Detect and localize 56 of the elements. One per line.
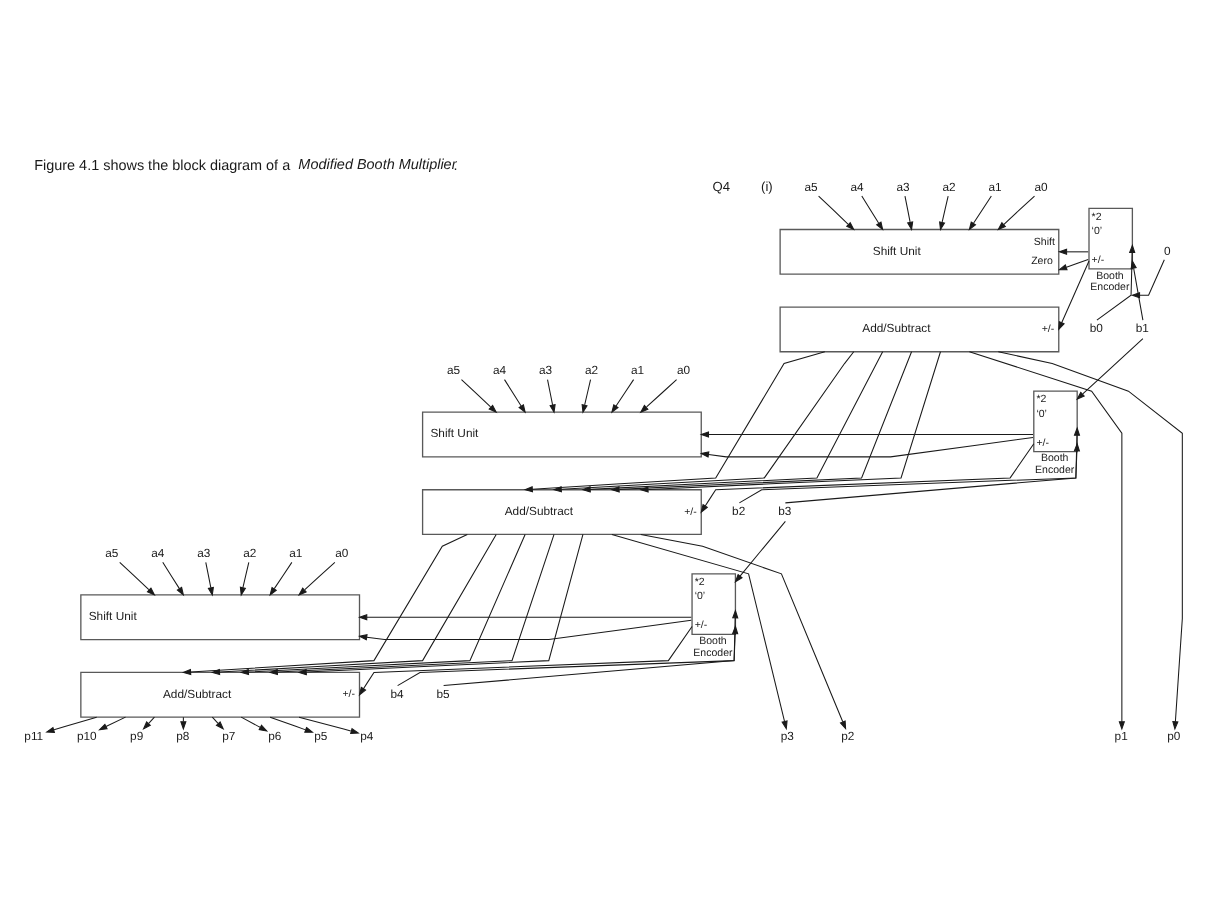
arrow xyxy=(997,351,1183,731)
arrow xyxy=(45,716,98,733)
arrow xyxy=(269,716,314,733)
arrow xyxy=(269,561,293,597)
arrow xyxy=(1057,248,1089,256)
arrow xyxy=(699,431,1034,438)
arrow xyxy=(1096,243,1136,321)
arrow xyxy=(861,195,884,231)
arrow xyxy=(1057,259,1089,271)
arrow xyxy=(523,351,826,493)
arrow xyxy=(240,716,269,732)
diagram-title: Figure 4.1 shows the block diagram of a Modified Booth Multiplier. xyxy=(34,154,458,175)
arrow xyxy=(358,625,693,697)
arrow xyxy=(581,379,592,414)
arrow xyxy=(239,561,250,597)
arrow xyxy=(640,533,847,731)
arrow xyxy=(968,195,992,231)
arrow xyxy=(298,716,360,735)
arrow xyxy=(397,609,739,687)
arrow xyxy=(1058,260,1090,331)
arrow xyxy=(939,195,949,232)
arrow xyxy=(904,195,914,232)
arrow xyxy=(700,443,1035,514)
arrow xyxy=(268,533,555,676)
arrow xyxy=(611,533,788,731)
arrow xyxy=(818,195,855,231)
arrow xyxy=(297,561,336,596)
arrow xyxy=(460,379,498,414)
arrow xyxy=(98,716,127,731)
arrow xyxy=(205,561,214,597)
arrow xyxy=(119,561,156,596)
arrow xyxy=(162,561,185,597)
arrow xyxy=(639,351,941,493)
arrow xyxy=(734,520,786,583)
arrow xyxy=(142,716,155,731)
arrow xyxy=(181,533,468,676)
arrow xyxy=(610,351,913,493)
arrow xyxy=(968,351,1126,731)
arrow xyxy=(552,351,855,493)
arrow xyxy=(1076,338,1144,401)
arrow xyxy=(211,716,225,731)
arrow xyxy=(581,351,884,493)
arrow xyxy=(611,379,635,414)
arrow xyxy=(357,613,692,621)
arrow xyxy=(639,379,678,414)
arrow xyxy=(239,533,526,676)
arrow xyxy=(297,533,584,676)
arrow xyxy=(503,379,526,414)
arrow xyxy=(357,619,692,641)
arrow xyxy=(738,426,1081,504)
arrow xyxy=(784,442,1081,504)
arrow xyxy=(547,379,556,414)
arrow xyxy=(443,624,739,687)
arrow xyxy=(699,437,1034,458)
arrow xyxy=(997,195,1036,231)
arrow xyxy=(210,533,497,676)
